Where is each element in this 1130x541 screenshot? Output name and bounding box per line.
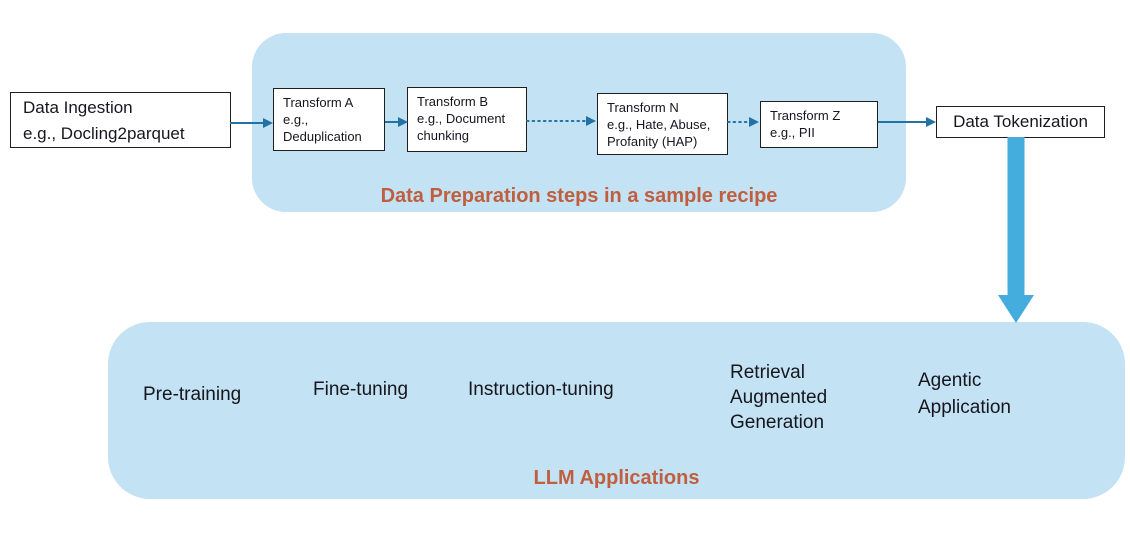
app-item-agentic-application: Agentic Application [918,370,1011,418]
llm-applications-label: LLM Applications [533,467,700,489]
app-item-fine-tuning: Fine-tuning [313,379,409,400]
data-ingestion-box: Data Ingestion e.g., Docling2parquet [10,92,231,148]
data-preparation-label: Data Preparation steps in a sample recip… [380,185,778,207]
app-item-instruction-tuning: Instruction-tuning [468,379,614,400]
arrow-ingestion-to-transform-a [230,118,273,128]
arrow-transform-n-to-z-dotted [727,117,759,127]
arrow-transform-b-to-n-dotted [526,116,596,126]
transform-z-box: Transform Z e.g., PII [760,101,878,148]
app-item-pre-training: Pre-training [143,384,242,405]
transform-n-box: Transform N e.g., Hate, Abuse, Profanity… [597,93,728,155]
transform-b-box: Transform B e.g., Document chunking [407,87,527,152]
llm-applications-panel [108,322,1125,499]
arrow-transform-z-to-tokenization [878,117,936,127]
transform-a-box: Transform A e.g., Deduplication [273,88,385,151]
arrow-transform-a-to-b [385,117,408,127]
app-item-retrieval-augmented-generation: Retrieval Augmented Generation [730,362,828,433]
arrow-tokenization-to-applications [998,137,1034,323]
data-tokenization-box: Data Tokenization [936,106,1105,138]
